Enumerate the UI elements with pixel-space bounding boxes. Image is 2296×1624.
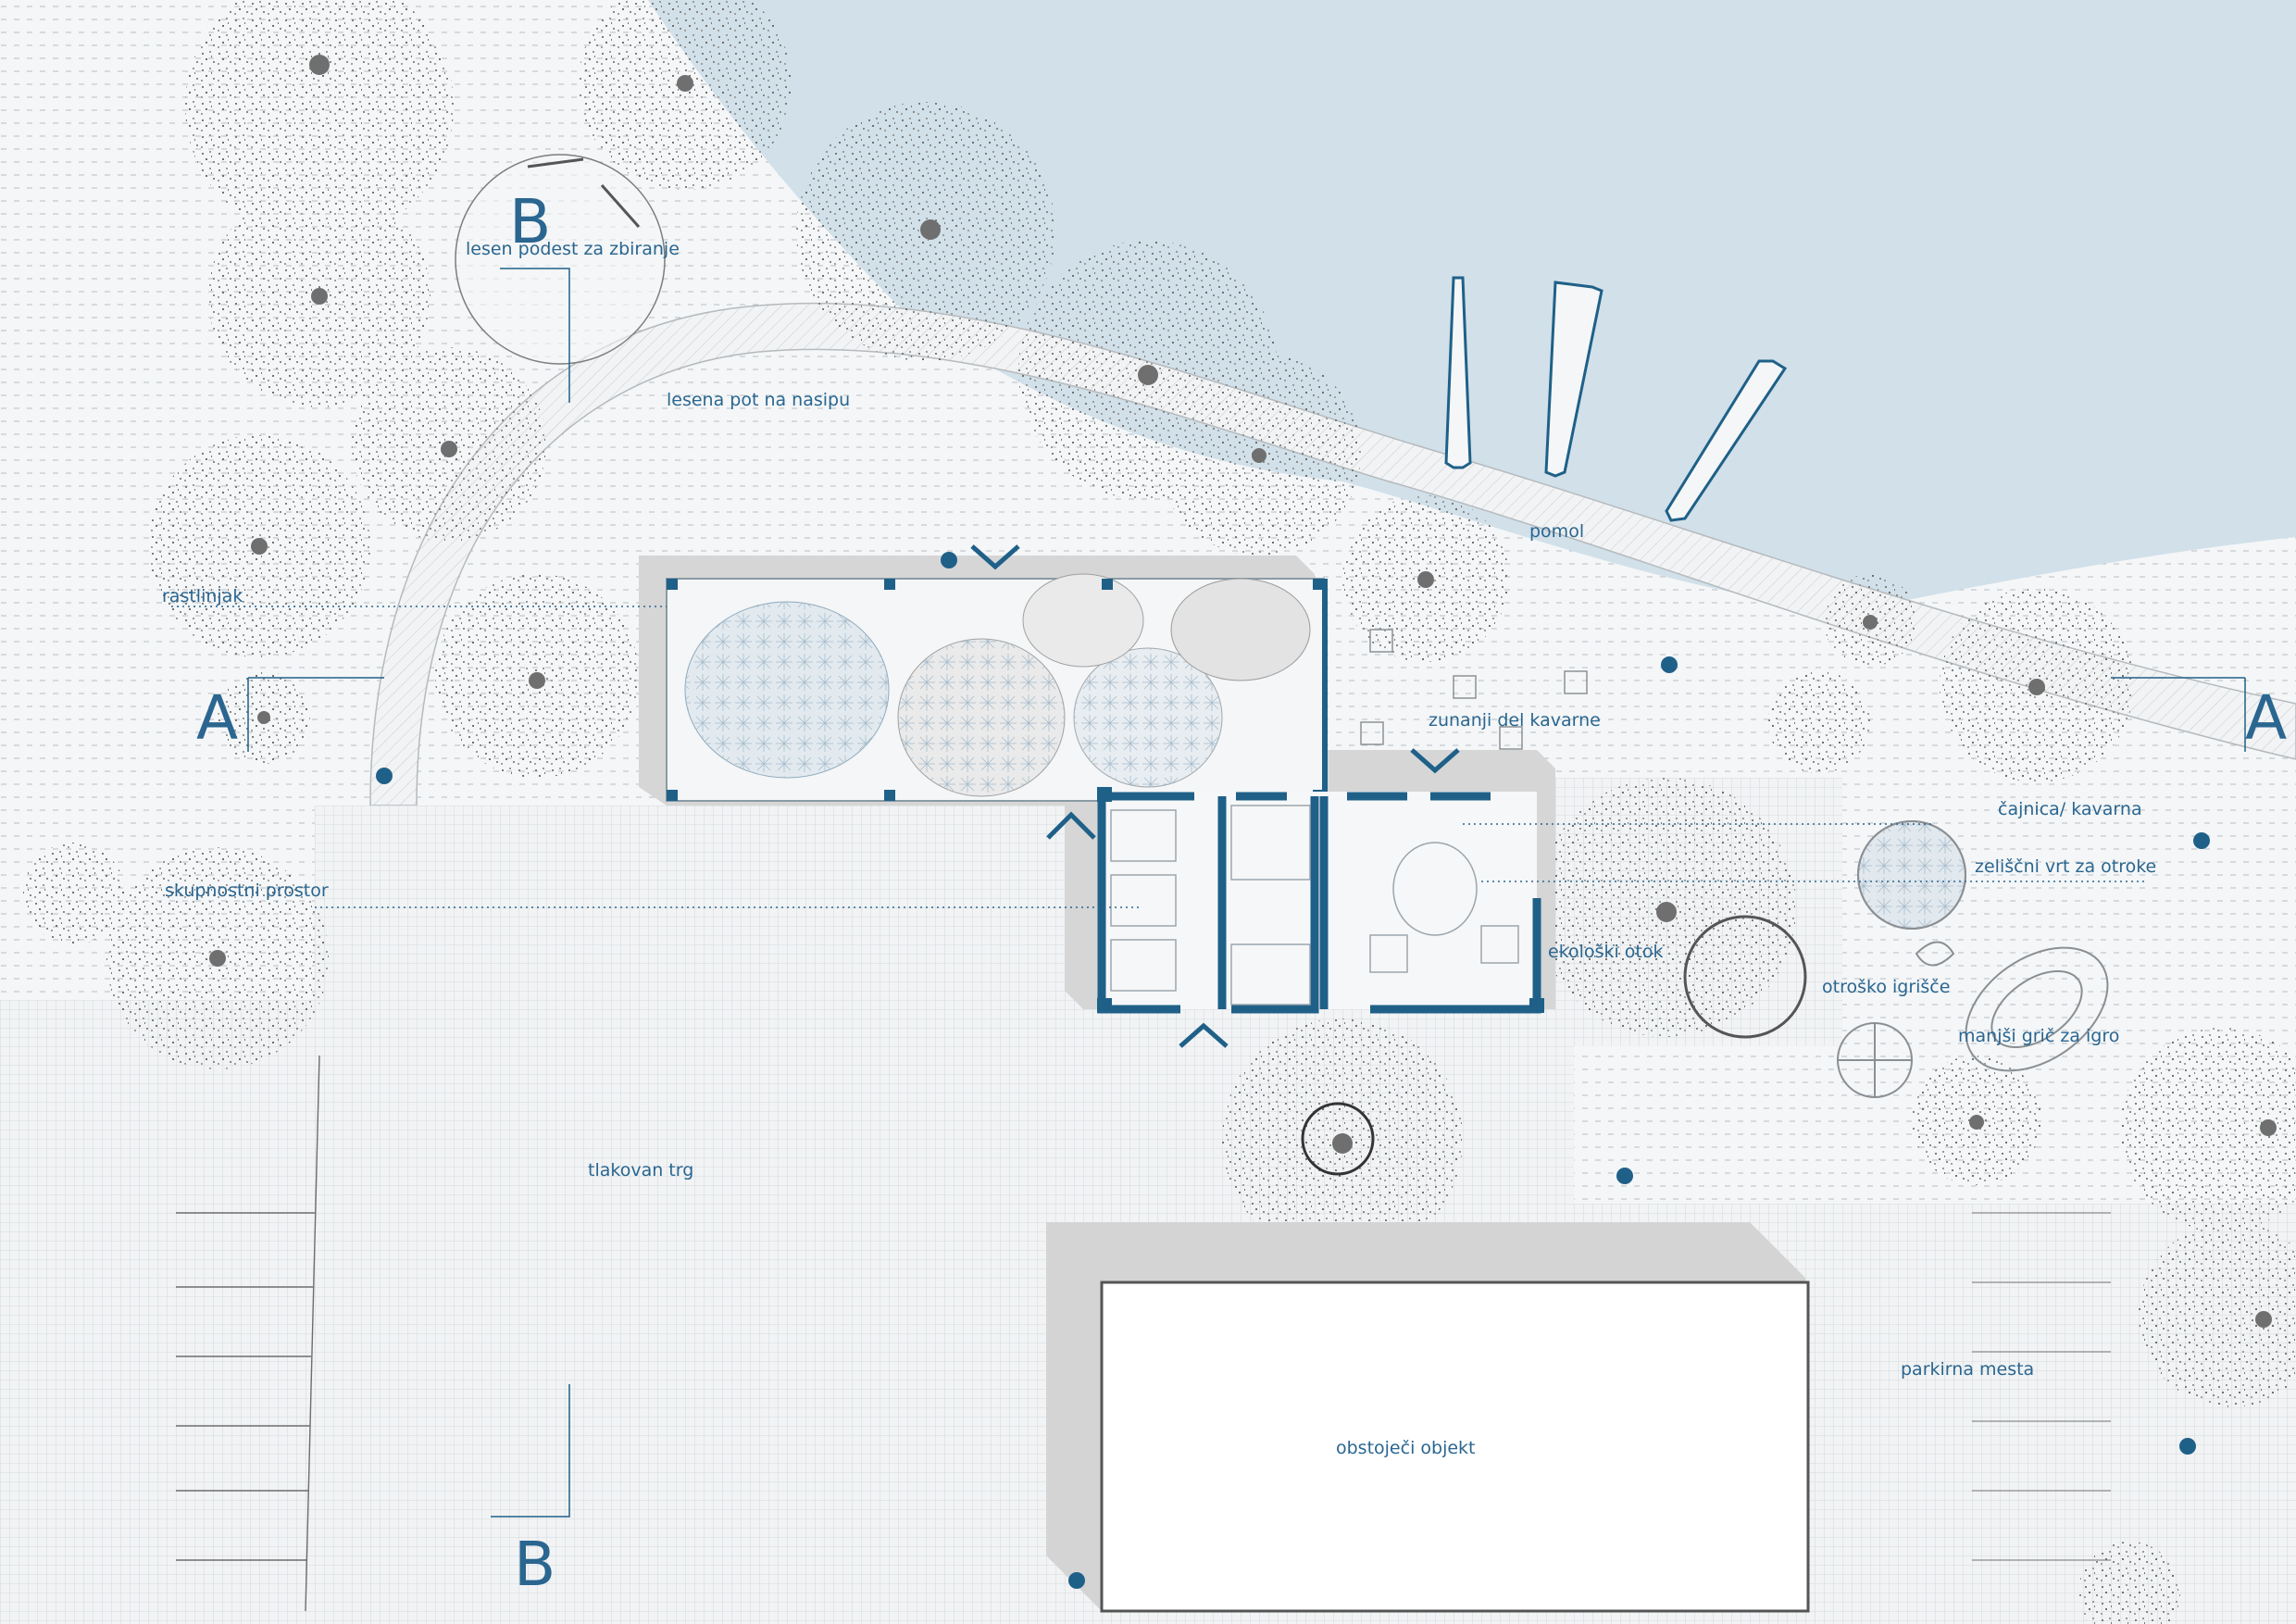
label-trg: tlakovan trg [588, 1160, 693, 1181]
section-mark-a-right: A [2245, 682, 2287, 754]
label-ekoloski: ekološki otok [1548, 942, 1663, 962]
label-parkirna: parkirna mesta [1901, 1359, 2034, 1380]
tree-icon [23, 843, 125, 944]
table-icon [1564, 670, 1588, 694]
tree-icon [2078, 1542, 2180, 1624]
embankment-path [369, 302, 2296, 806]
section-lines [247, 268, 2246, 1518]
boats [1444, 276, 1788, 522]
tree-icon [2139, 1222, 2296, 1407]
section-mark-b-bottom: B [514, 1529, 555, 1600]
label-zunanji: zunanji del kavarne [1429, 710, 1601, 731]
label-pot: lesena pot na nasipu [667, 390, 850, 410]
lake-water [648, 0, 2296, 611]
section-mark-b-top: B [509, 186, 551, 257]
lamp-icon [1068, 1572, 1085, 1589]
lamp-icon [376, 768, 393, 784]
entrance-markers [970, 544, 1460, 1048]
table-icon [1369, 629, 1393, 653]
section-mark-a-left: A [196, 682, 238, 754]
table-icon [1360, 721, 1384, 745]
tree-icon [579, 0, 792, 190]
north-arrow-icon [970, 544, 1020, 570]
label-rastlinjak: rastlinjak [162, 586, 243, 606]
label-pomol: pomol [1529, 521, 1584, 542]
gathering-platform [455, 154, 666, 365]
label-otrosko: otroško igrišče [1822, 977, 1950, 997]
parking-left [176, 1055, 320, 1612]
label-skupnostni: skupnostni prostor [165, 881, 329, 901]
lamp-icon [2179, 1438, 2196, 1455]
table-icon [1499, 726, 1523, 750]
platform-benches [527, 157, 641, 228]
playground [1301, 820, 2109, 1176]
parking-right [1972, 1212, 2111, 1561]
lamp-icon [941, 552, 957, 568]
north-arrow-icon [1410, 748, 1460, 774]
north-arrow-icon [1179, 1022, 1229, 1048]
cafe-tables [1360, 629, 1588, 750]
lamp-icon [1616, 1168, 1633, 1184]
boat-icon [1544, 281, 1603, 478]
label-objekt: obstoječi objekt [1336, 1438, 1476, 1458]
tree-icon [1768, 671, 1870, 773]
tree-icon [185, 0, 454, 241]
table-icon [1453, 675, 1477, 699]
lamps [376, 552, 2210, 1589]
tree-trunks [209, 55, 2277, 1328]
tree-icon [2120, 1028, 2296, 1231]
existing-building [1100, 1280, 1810, 1613]
leader-lines [171, 606, 2148, 908]
label-zeliscni: zeliščni vrt za otroke [1975, 856, 2156, 877]
lamp-icon [2193, 832, 2210, 849]
main-building [1097, 787, 1544, 1014]
label-cajnica: čajnica/ kavarna [1998, 799, 2142, 819]
boat-icon [1444, 276, 1472, 469]
lamp-icon [1661, 656, 1678, 673]
label-gric: manjši grič za igro [1958, 1026, 2119, 1046]
label-podest: lesen podest za zbiranje [466, 239, 680, 259]
boat-icon [1665, 359, 1788, 522]
north-arrow-icon [1046, 811, 1096, 840]
